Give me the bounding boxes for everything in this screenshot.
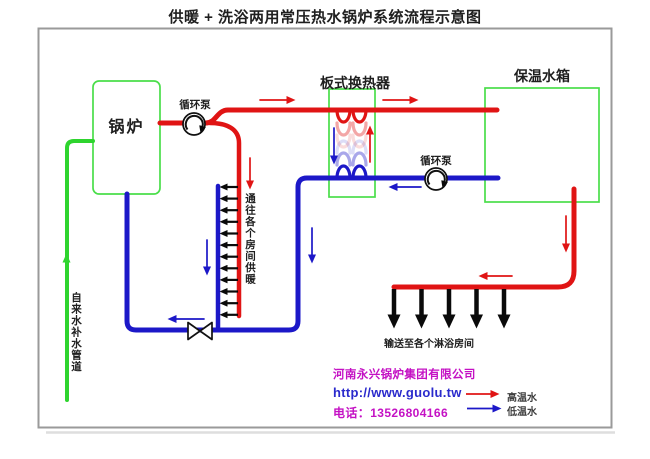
phone-number: 电话：13526804166: [333, 406, 449, 420]
radiator-branch-arrows: [219, 183, 238, 319]
heat-exchanger-box: [328, 88, 376, 198]
page-title: 供暖 + 洗浴两用常压热水锅炉系统流程示意图: [168, 9, 482, 26]
website-link: http://www.guolu.tw: [333, 385, 462, 400]
makeup-water-pipe: [62, 139, 95, 402]
shower-supply-pipe: [391, 186, 577, 290]
legend-arrows: [466, 390, 502, 413]
pump-secondary-label: 循环泵: [420, 155, 452, 167]
legend-cold-label: 低温水: [507, 407, 537, 418]
hot-flow-arrows: [246, 96, 570, 280]
hot-supply-pipe: [157, 107, 500, 126]
cold-return-pipe: [124, 175, 501, 333]
tank-box: [484, 87, 600, 203]
makeup-water-note: 自来水补水管道: [70, 292, 83, 373]
exchanger-hot-coil: [335, 108, 368, 149]
cold-water-pipes: [124, 127, 501, 333]
storage-tank-label: 保温水箱: [514, 68, 570, 84]
legend-hot-label: 高温水: [507, 393, 537, 404]
heat-exchanger-label: 板式换热器: [320, 75, 390, 91]
company-name: 河南永兴锅炉集团有限公司: [333, 369, 476, 381]
hot-water-pipes: [157, 96, 577, 319]
boiler-label: 锅炉: [108, 119, 145, 136]
boiler-box: [92, 80, 161, 195]
pump-primary-label: 循环泵: [179, 99, 211, 111]
shower-delivery-note: 输送至各个淋浴房间: [384, 339, 474, 350]
radiator-supply-pipe: [207, 120, 242, 319]
valve-icon: [187, 321, 213, 341]
cold-flow-arrows: [167, 183, 422, 323]
circulation-pump-secondary-icon: [424, 167, 449, 191]
shower-branch-arrows: [387, 289, 511, 329]
heating-branches-note: 通往各个房间供暖: [244, 193, 257, 285]
circulation-pump-primary-icon: [182, 112, 207, 136]
